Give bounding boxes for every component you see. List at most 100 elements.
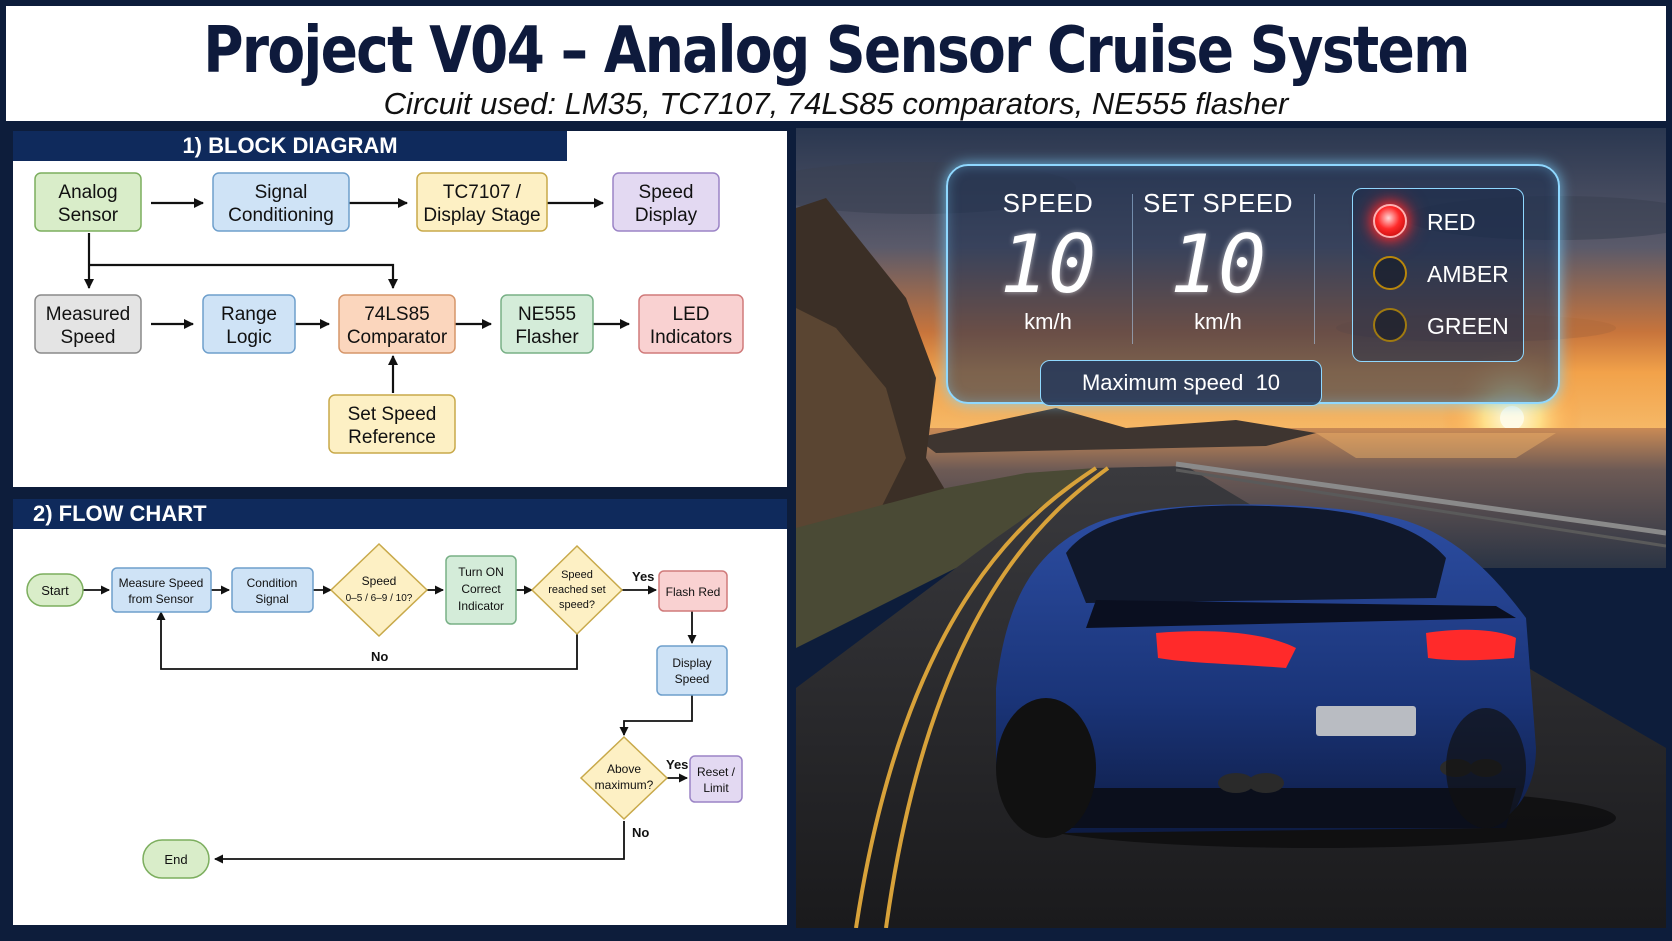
svg-text:Reset /: Reset / [697, 765, 736, 779]
svg-text:Measure Speed: Measure Speed [119, 576, 204, 590]
red-light-label: RED [1427, 209, 1476, 235]
block-diagram-panel: 1) BLOCK DIAGRAM [10, 128, 790, 490]
node-ne555-flasher: NE555 Flasher [500, 294, 594, 354]
svg-text:from Sensor: from Sensor [128, 592, 193, 606]
svg-text:Analog: Analog [58, 182, 117, 203]
svg-text:Set Speed: Set Speed [348, 404, 437, 425]
speed-unit: km/h [1024, 309, 1072, 334]
node-turn-on-indicator: Turn ON Correct Indicator [445, 555, 517, 625]
node-measured-speed: Measured Speed [34, 294, 142, 354]
amber-light-icon [1373, 256, 1407, 290]
branch-label-no: No [632, 825, 649, 840]
svg-text:Display Stage: Display Stage [423, 205, 540, 226]
svg-text:Turn ON: Turn ON [458, 565, 504, 579]
amber-light-label: AMBER [1427, 261, 1509, 287]
flow-chart-title: 2) FLOW CHART [13, 499, 787, 529]
block-diagram-canvas: Analog Sensor Signal Conditioning TC7107… [34, 172, 744, 454]
block-diagram-edges [84, 198, 630, 393]
max-speed-value: 10 [1255, 370, 1281, 395]
node-start: Start [26, 573, 84, 607]
branch-label-no: No [371, 649, 388, 664]
branch-label-yes: Yes [666, 757, 688, 772]
flow-chart-canvas: Yes No Yes No Start Measure Speed from S… [26, 542, 743, 879]
svg-text:Speed: Speed [362, 574, 397, 588]
set-speed-unit: km/h [1194, 309, 1242, 334]
green-light-label: GREEN [1427, 313, 1509, 339]
svg-text:Above: Above [607, 762, 641, 776]
svg-text:End: End [164, 852, 187, 867]
node-led-indicators: LED Indicators [638, 294, 744, 354]
node-range-logic: Range Logic [202, 294, 296, 354]
node-display-speed: Display Speed [656, 645, 728, 696]
block-diagram-title: 1) BLOCK DIAGRAM [13, 131, 567, 161]
light-row-red: RED [1365, 201, 1515, 241]
light-row-amber: AMBER [1365, 253, 1515, 293]
svg-text:Start: Start [41, 583, 69, 598]
speed-hud: SPEED 10 km/h SET SPEED 10 km/h RED AMBE… [946, 164, 1560, 406]
node-speed-decision: Speed 0–5 / 6–9 / 10? [329, 542, 429, 638]
svg-text:speed?: speed? [559, 599, 595, 611]
svg-text:Measured: Measured [46, 304, 131, 325]
node-speed-display: Speed Display [612, 172, 720, 232]
branch-label-yes: Yes [632, 569, 654, 584]
svg-text:74LS85: 74LS85 [364, 304, 430, 325]
svg-text:Flasher: Flasher [515, 327, 579, 348]
set-speed-label: SET SPEED [1143, 188, 1293, 218]
node-end: End [142, 839, 210, 879]
svg-text:Signal: Signal [255, 592, 288, 606]
max-speed-label: Maximum speed [1081, 370, 1244, 395]
node-flash-red: Flash Red [658, 570, 728, 612]
green-light-icon [1373, 308, 1407, 342]
svg-text:Indicator: Indicator [458, 599, 504, 613]
hud-speed: SPEED 10 km/h [968, 166, 1128, 356]
indicator-lights: RED AMBER GREEN [1352, 188, 1524, 362]
node-signal-conditioning: Signal Conditioning [212, 172, 350, 232]
svg-text:NE555: NE555 [518, 304, 576, 325]
svg-text:Logic: Logic [226, 327, 271, 348]
svg-text:Limit: Limit [703, 781, 729, 795]
svg-text:maximum?: maximum? [595, 778, 654, 792]
header: Project V04 – Analog Sensor Cruise Syste… [6, 6, 1666, 124]
svg-text:Speed: Speed [561, 569, 593, 581]
node-set-speed-reference: Set Speed Reference [328, 394, 456, 454]
svg-text:Speed: Speed [675, 672, 710, 686]
light-row-green: GREEN [1365, 305, 1515, 345]
svg-text:reached set: reached set [548, 584, 605, 596]
svg-text:Signal: Signal [255, 182, 308, 203]
speed-label: SPEED [1002, 188, 1094, 218]
svg-text:Comparator: Comparator [347, 327, 448, 348]
page-title: Project V04 – Analog Sensor Cruise Syste… [203, 14, 1470, 88]
node-analog-sensor: Analog Sensor [34, 172, 142, 232]
node-measure-speed: Measure Speed from Sensor [111, 567, 212, 613]
node-comparator: 74LS85 Comparator [338, 294, 456, 354]
node-reached-decision: Speed reached set speed? [530, 544, 624, 636]
node-condition-signal: Condition Signal [231, 567, 314, 613]
flow-chart-edges [83, 585, 697, 864]
svg-text:Condition: Condition [247, 576, 298, 590]
svg-text:Display: Display [672, 656, 711, 670]
page-subtitle: Circuit used: LM35, TC7107, 74LS85 compa… [383, 86, 1289, 121]
node-above-max-decision: Above maximum? [579, 735, 669, 821]
svg-text:Reference: Reference [348, 427, 436, 448]
speed-value: 10 [999, 218, 1097, 311]
svg-text:Speed: Speed [639, 182, 694, 203]
hud-divider [1132, 194, 1133, 344]
svg-text:Sensor: Sensor [58, 205, 119, 226]
svg-text:Range: Range [221, 304, 277, 325]
svg-text:Correct: Correct [461, 582, 501, 596]
svg-text:0–5 / 6–9 / 10?: 0–5 / 6–9 / 10? [346, 593, 413, 604]
red-light-icon [1373, 204, 1407, 238]
car-shape [996, 504, 1616, 848]
svg-text:TC7107 /: TC7107 / [443, 182, 522, 203]
svg-text:Indicators: Indicators [650, 327, 732, 348]
svg-text:LED: LED [673, 304, 710, 325]
svg-text:Flash Red: Flash Red [666, 585, 721, 599]
node-reset-limit: Reset / Limit [689, 755, 743, 803]
set-speed-value: 10 [1169, 218, 1267, 311]
svg-text:Speed: Speed [61, 327, 116, 348]
hud-divider [1314, 194, 1315, 344]
svg-text:Conditioning: Conditioning [228, 205, 334, 226]
flow-chart-panel: 2) FLOW CHART Yes [10, 496, 790, 928]
hud-set-speed: SET SPEED 10 km/h [1134, 166, 1302, 356]
